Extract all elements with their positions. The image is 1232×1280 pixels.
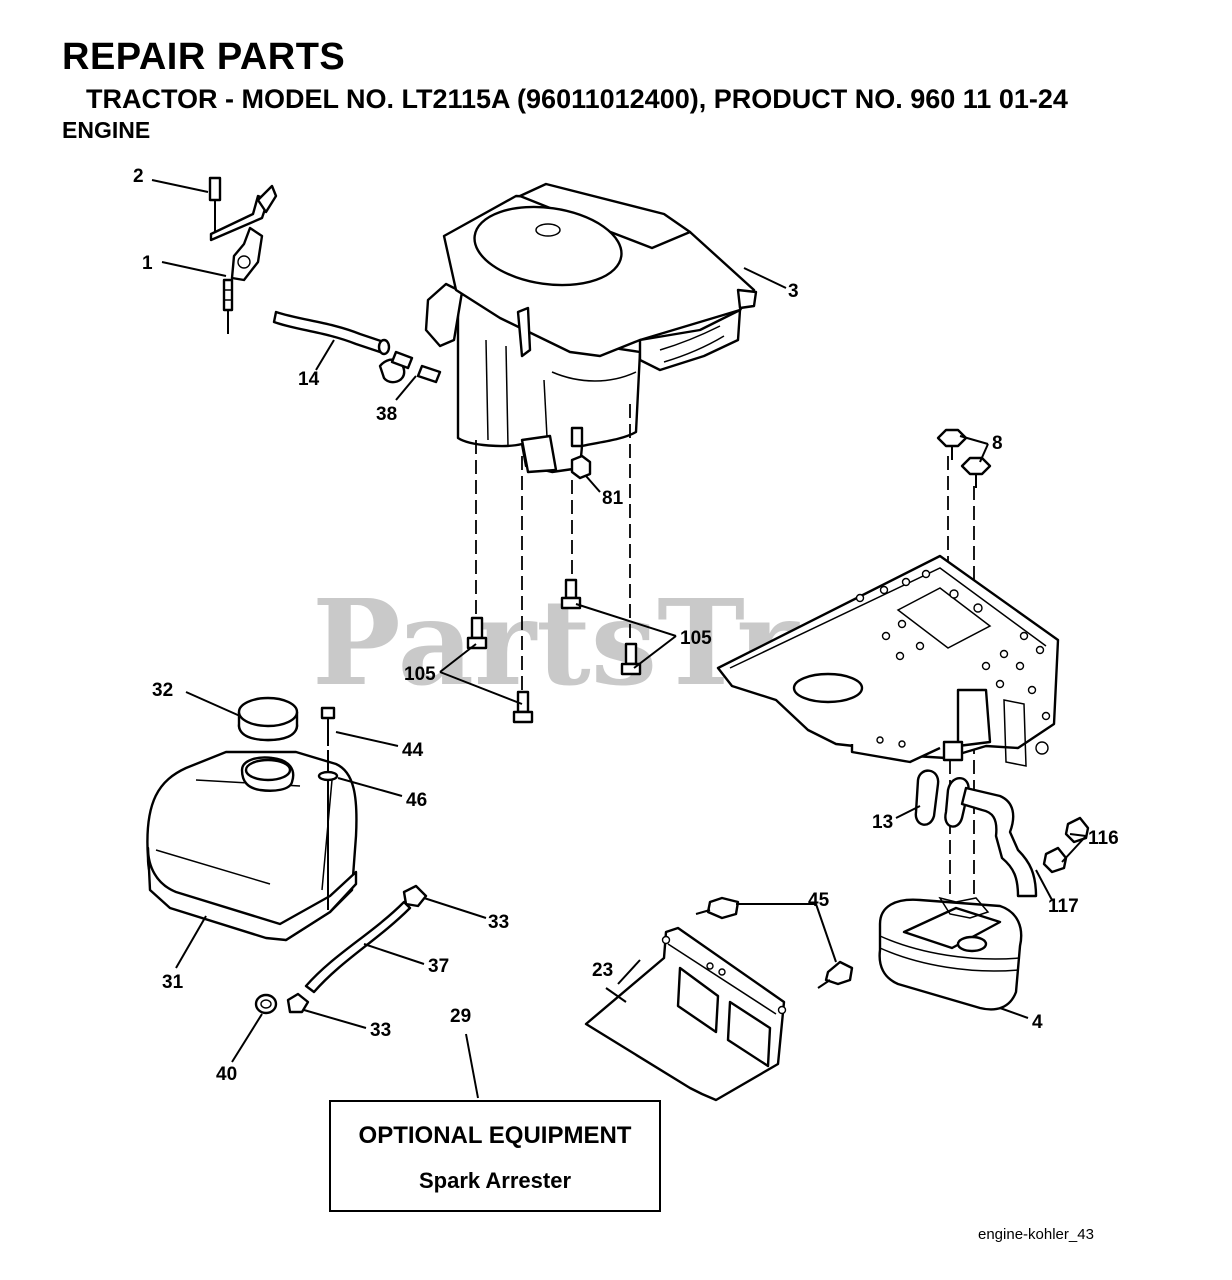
callout-8: 8: [992, 433, 1003, 454]
callout-2: 2: [133, 166, 144, 187]
callout-116: 116: [1088, 828, 1119, 849]
callout-46: 46: [406, 790, 427, 811]
callout-38: 38: [376, 404, 397, 425]
spark-arrester-label: Spark Arrester: [418, 1168, 572, 1193]
fuel-line-37-part: [254, 884, 428, 1015]
fuel-line-part: [272, 310, 442, 384]
heat-shield-part: [584, 896, 854, 1102]
callout-33-upper: 33: [488, 912, 509, 933]
nut-81-part: [570, 454, 592, 480]
bolt-44-part: [317, 706, 339, 910]
callout-33-lower: 33: [370, 1020, 391, 1041]
section-title: ENGINE: [62, 117, 151, 143]
callout-32: 32: [152, 680, 173, 701]
fuel-tank-part: [146, 750, 358, 942]
callout-14: 14: [298, 369, 320, 390]
bolts-8-part: [936, 428, 992, 488]
callout-13: 13: [872, 812, 893, 833]
washer-46: [317, 770, 339, 782]
callout-4: 4: [1032, 1012, 1043, 1033]
callout-81: 81: [602, 488, 624, 509]
callout-105-left: 105: [404, 664, 436, 685]
page-title: REPAIR PARTS: [62, 36, 346, 78]
fuel-cap-part: [237, 696, 299, 742]
frame-plate-part: [716, 554, 1060, 767]
model-subtitle: TRACTOR - MODEL NO. LT2115A (96011012400…: [86, 84, 1068, 114]
optional-equipment-heading: OPTIONAL EQUIPMENT: [358, 1122, 632, 1149]
callout-40: 40: [216, 1064, 237, 1085]
throttle-control-part: [208, 176, 278, 334]
callout-45: 45: [808, 890, 830, 911]
muffler-part: [878, 896, 1023, 1011]
callout-117: 117: [1048, 896, 1079, 917]
callout-105-right: 105: [680, 628, 712, 649]
frame-holes: [855, 569, 1051, 748]
optional-equipment-box: OPTIONAL EQUIPMENT Spark Arrester: [329, 1100, 661, 1212]
callout-31: 31: [162, 972, 184, 993]
callout-44: 44: [402, 740, 424, 761]
callout-1: 1: [142, 253, 153, 274]
callout-3: 3: [788, 281, 799, 302]
callout-37: 37: [428, 956, 449, 977]
image-code: engine-kohler_43: [978, 1226, 1094, 1243]
callout-23: 23: [592, 960, 613, 981]
callout-labels: 2 1 3 14 38 81 8 105 105 32 44 46 31 33 …: [133, 166, 1119, 1085]
leader-lines: [151, 179, 1087, 1099]
callout-29: 29: [450, 1006, 471, 1027]
engine-part: [424, 182, 758, 474]
exhaust-pipe-part: [914, 769, 1090, 898]
